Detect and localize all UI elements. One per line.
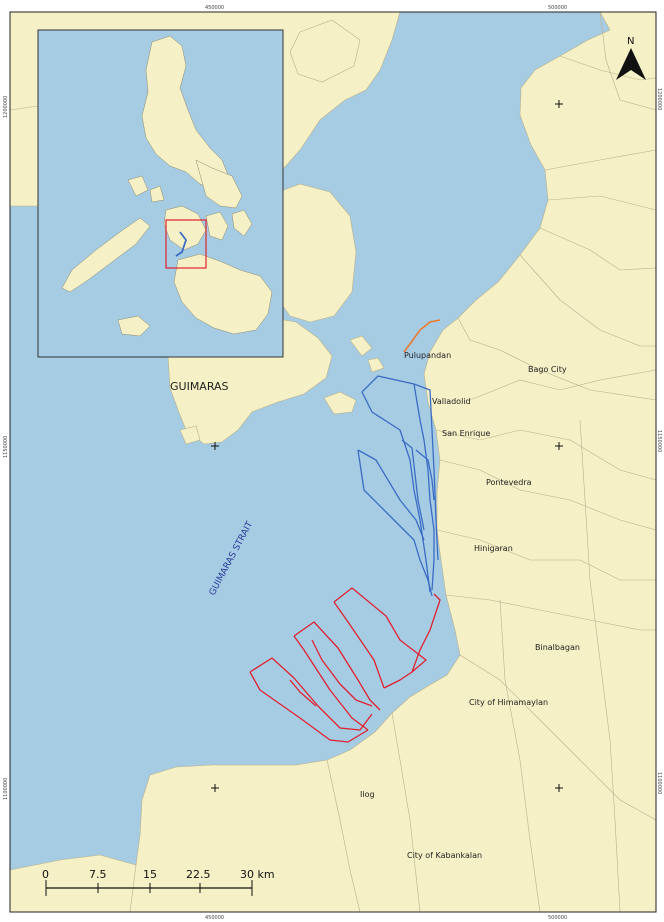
place-bago-city: Bago City [528,365,567,374]
place-ilog: Ilog [360,790,375,799]
place-hinigaran: Hinigaran [474,544,513,553]
place-san-enrique: San Enrique [442,429,490,438]
grid-crosses [211,100,563,792]
scale-tick-3: 22.5 [186,868,211,881]
label-guimaras: GUIMARAS [170,380,229,393]
grid-label-right-2: 1150000 [656,430,662,452]
survey-track-pulupandan [403,319,441,353]
place-city-of-kabankalan: City of Kabankalan [407,851,482,860]
grid-label-left-1: 1200000 [3,96,9,118]
grid-label-left-2: 1150000 [3,436,9,458]
islet-4 [179,425,201,445]
scale-tick-1: 7.5 [89,868,107,881]
survey-track-north [357,375,439,597]
grid-label-right-1: 1200000 [656,88,662,110]
inset-philippines [61,35,273,337]
panay-islet-east [289,19,361,83]
grid-label-top-1: 450000 [205,5,224,11]
grid-label-bottom-1: 450000 [205,915,224,921]
grid-label-top-2: 500000 [548,5,567,11]
scale-bar: 0 7.5 15 22.5 30 km [42,868,275,896]
place-binalbagan: Binalbagan [535,643,580,652]
scale-tick-0: 0 [42,868,49,881]
inset-study-area [165,219,207,269]
grid-label-right-3: 1100000 [656,772,662,794]
grid-label-bottom-2: 500000 [548,915,567,921]
map-neatline [9,11,657,913]
place-city-of-himamaylan: City of Himamaylan [469,698,548,707]
islet-2 [349,335,373,357]
scale-tick-4: 30 km [240,868,275,881]
islet-3 [367,357,385,373]
islet-1 [323,391,357,415]
place-pontevedra: Pontevedra [486,478,532,487]
place-valladolid: Valladolid [432,397,471,406]
north-arrow-icon: N [616,36,646,80]
grid-label-left-3: 1100000 [3,778,9,800]
place-pulupandan: Pulupandan [404,351,451,360]
scale-tick-2: 15 [143,868,157,881]
inset-tracks [175,231,188,257]
survey-track-south [249,587,441,743]
north-label: N [627,36,634,47]
